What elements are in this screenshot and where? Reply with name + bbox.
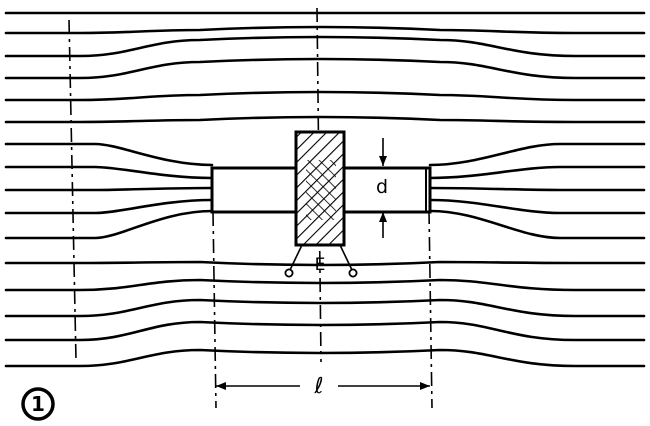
field-line-6 [4,115,646,124]
field-line-3 [4,35,646,58]
thickness-label: d [376,176,388,198]
left-extension-line [212,211,217,409]
left-axis-centerline [68,19,77,361]
field-line-4 [4,57,646,80]
right-extension-line [428,209,433,409]
electrode-block [294,130,346,247]
field-line-16 [4,348,646,368]
field-line-2 [4,25,646,35]
electrode-leads [284,244,358,278]
field-line-12 [4,260,646,267]
vertical-axis-centerline [316,7,322,363]
field-line-8 [4,165,646,180]
electrode-label: E [315,255,326,275]
field-line-13 [4,278,646,292]
length-dimension [216,382,430,390]
figure-number-circle [21,387,55,421]
field-line-14 [4,298,646,318]
left-terminal-icon [284,268,294,278]
length-label: ℓ [313,374,323,399]
field-line-11 [4,209,646,240]
right-terminal-icon [348,268,358,278]
thickness-dimension [379,138,387,238]
field-line-15 [4,320,646,342]
field-line-5 [4,90,646,102]
field-line-10 [4,198,646,215]
field-line-9 [4,186,646,192]
field-line-7 [4,142,646,167]
figure-number-label: 1 [31,392,45,416]
